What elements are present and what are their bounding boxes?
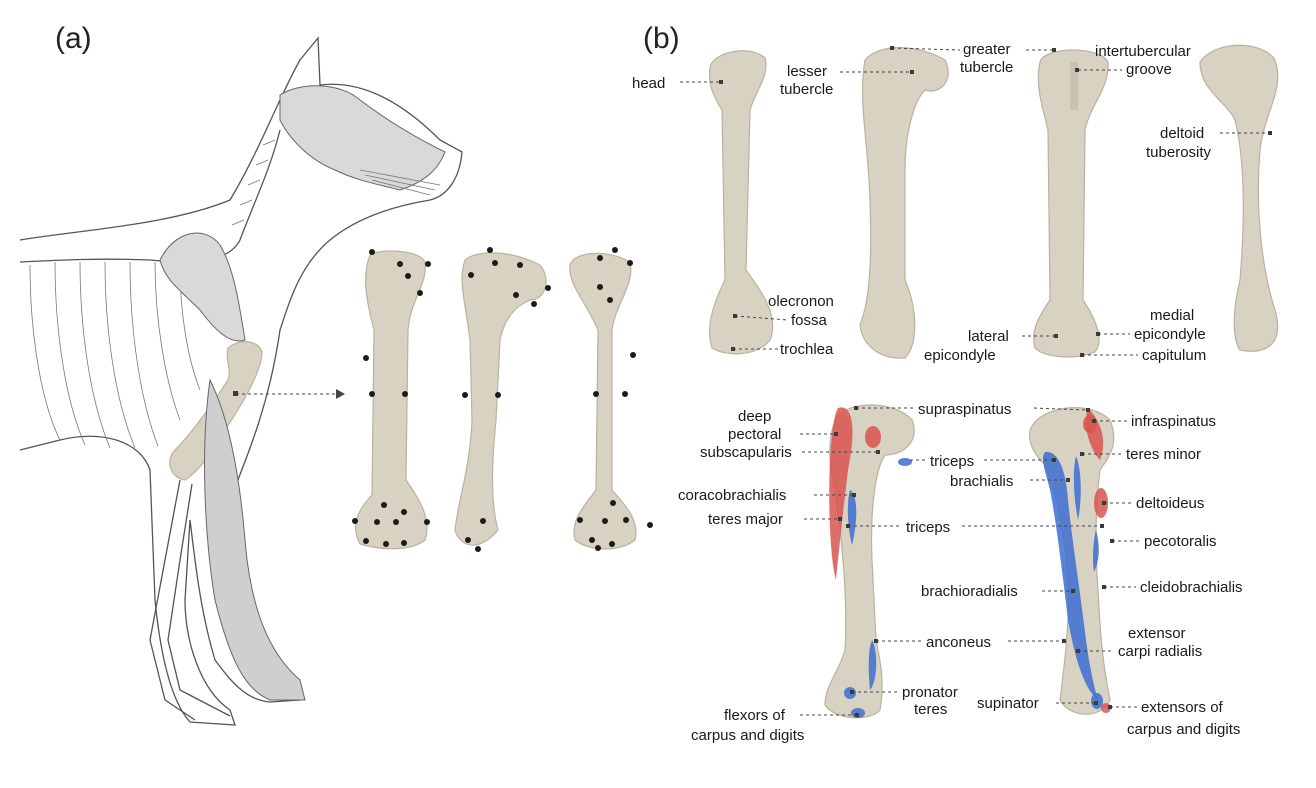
panel-label-a: (a) xyxy=(55,22,92,55)
label-lesser-tubercle-2: tubercle xyxy=(780,81,833,98)
label-olecranon-1: olecronon xyxy=(768,293,834,310)
label-extensor-1: extensor xyxy=(1128,625,1186,642)
label-teres-major: teres major xyxy=(708,511,783,528)
label-lesser-tubercle-1: lesser xyxy=(787,63,827,80)
anatomy-labels-top: head lesser tubercle greater tubercle in… xyxy=(632,41,1272,364)
humerus-cranial-view xyxy=(708,50,774,355)
label-intertubercular-2: groove xyxy=(1126,61,1172,78)
pointer-origin xyxy=(233,391,238,396)
label-capitulum: capitulum xyxy=(1142,347,1206,364)
label-trochlea: trochlea xyxy=(780,341,834,358)
humerus-medial-view xyxy=(859,47,949,359)
label-pecotoralis: pecotoralis xyxy=(1144,533,1217,550)
label-flexors-2: carpus and digits xyxy=(691,727,804,744)
label-flexors-1: flexors of xyxy=(724,707,786,724)
panel-label-b: (b) xyxy=(643,22,680,55)
humerus-muscle-map-medial xyxy=(824,404,915,719)
label-medial-2: epicondyle xyxy=(1134,326,1206,343)
label-greater-tubercle-1: greater xyxy=(963,41,1011,58)
label-triceps-mid: triceps xyxy=(906,519,950,536)
label-pronator-1: pronator xyxy=(902,684,958,701)
label-greater-tubercle-2: tubercle xyxy=(960,59,1013,76)
humerus-muscle-map-lateral xyxy=(1029,407,1115,715)
muscle-labels: supraspinatus infraspinatus deep pectora… xyxy=(678,401,1243,744)
humerus-caudal-view xyxy=(1033,49,1109,358)
label-infraspinatus: infraspinatus xyxy=(1131,413,1216,430)
label-teres-minor: teres minor xyxy=(1126,446,1201,463)
label-extensors-1: extensors of xyxy=(1141,699,1224,716)
label-medial-1: medial xyxy=(1150,307,1194,324)
label-supraspinatus: supraspinatus xyxy=(918,401,1011,418)
dog-skeleton-illustration xyxy=(19,36,463,726)
label-anconeus: anconeus xyxy=(926,634,991,651)
label-extensor-2: carpi radialis xyxy=(1118,643,1202,660)
label-brachioradialis: brachioradialis xyxy=(921,583,1018,600)
landmark-bone-anterior xyxy=(352,249,431,550)
label-intertubercular-1: intertubercular xyxy=(1095,43,1191,60)
label-deep-2: pectoral xyxy=(728,426,781,443)
label-deltoid-2: tuberosity xyxy=(1146,144,1212,161)
humerus-lateral-view xyxy=(1199,44,1279,352)
label-triceps-top: triceps xyxy=(930,453,974,470)
label-pronator-2: teres xyxy=(914,701,947,718)
label-deltoideus: deltoideus xyxy=(1136,495,1204,512)
label-subscapularis: subscapularis xyxy=(700,444,792,461)
label-olecranon-2: fossa xyxy=(791,312,828,329)
label-cleidobrachialis: cleidobrachialis xyxy=(1140,579,1243,596)
label-supinator: supinator xyxy=(977,695,1039,712)
pointer-arrow-head xyxy=(336,389,345,399)
label-deep-1: deep xyxy=(738,408,771,425)
landmark-bone-lateral xyxy=(454,247,551,552)
label-coracobrachialis: coracobrachialis xyxy=(678,487,786,504)
label-brachialis: brachialis xyxy=(950,473,1013,490)
label-head: head xyxy=(632,75,665,92)
label-lateral-2: epicondyle xyxy=(924,347,996,364)
label-deltoid-1: deltoid xyxy=(1160,125,1204,142)
landmark-bone-posterior xyxy=(569,247,653,551)
label-lateral-1: lateral xyxy=(968,328,1009,345)
label-extensors-2: carpus and digits xyxy=(1127,721,1240,738)
